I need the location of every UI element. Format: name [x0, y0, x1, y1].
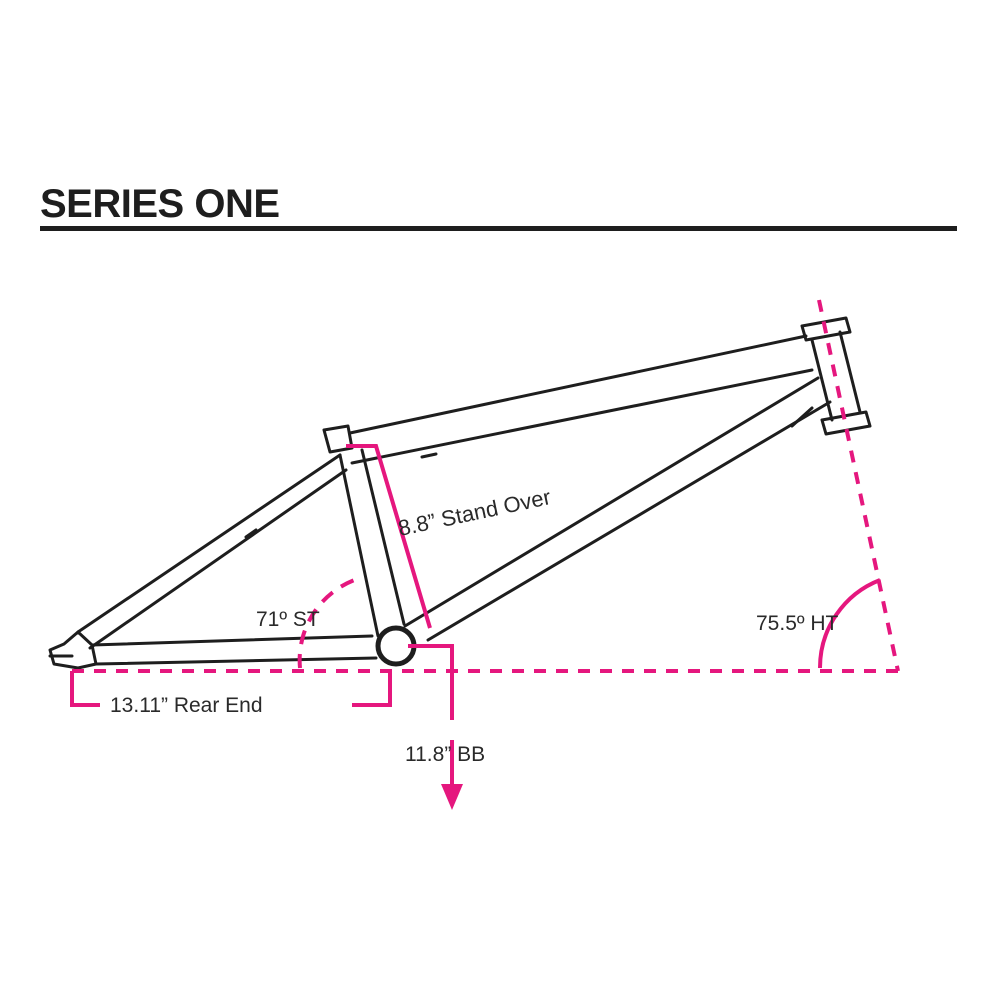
dimension-lines	[70, 299, 900, 786]
head-tube-right-edge	[838, 330, 862, 414]
seat-stay-upper-edge	[76, 453, 342, 634]
head-tube-top-cup	[800, 316, 852, 342]
down-tube-lower-edge	[426, 400, 832, 642]
seat-tube-left-edge	[338, 453, 380, 638]
down-tube-upper-edge	[403, 376, 820, 628]
rear-end-bracket-right	[352, 671, 392, 707]
seat-tube-angle-arc	[297, 576, 361, 669]
bb-height-bracket	[408, 644, 454, 720]
rear-end-label: 13.11” Rear End	[110, 694, 263, 717]
top-tube-lower-edge	[350, 368, 814, 465]
top-tube-upper-edge	[348, 334, 808, 435]
stand-over-label: 8.8” Stand Over	[396, 484, 553, 541]
bb-down-arrow-icon	[441, 784, 463, 810]
stand-over-bracket	[346, 444, 432, 629]
bmx-frame	[48, 316, 872, 670]
chain-stay-upper-edge	[90, 634, 374, 647]
seat-tube-right-edge	[360, 448, 406, 626]
head-tube-axis-line	[817, 299, 900, 672]
head-tube-angle-arc	[817, 578, 881, 669]
head-tube-bottom-cup	[820, 410, 872, 436]
seat-tube-angle-label: 71º ST	[256, 608, 320, 631]
down-tube-gusset-mark	[790, 406, 814, 428]
seat-stay-lower-edge	[88, 468, 348, 650]
bottom-bracket-label: 11.8” BB	[405, 743, 485, 766]
top-tube-gusset-mark	[420, 452, 438, 459]
title-underline	[40, 226, 957, 231]
head-tube-angle-label: 75.5º HT	[756, 612, 839, 635]
chain-stay-lower-edge	[94, 656, 378, 666]
rear-end-bracket-left	[70, 671, 100, 707]
head-tube-left-edge	[810, 338, 834, 422]
seat-clamp-block	[322, 424, 354, 454]
rear-dropout	[48, 630, 98, 670]
diagram-title: SERIES ONE	[40, 182, 280, 226]
seat-stay-mark	[244, 528, 258, 539]
